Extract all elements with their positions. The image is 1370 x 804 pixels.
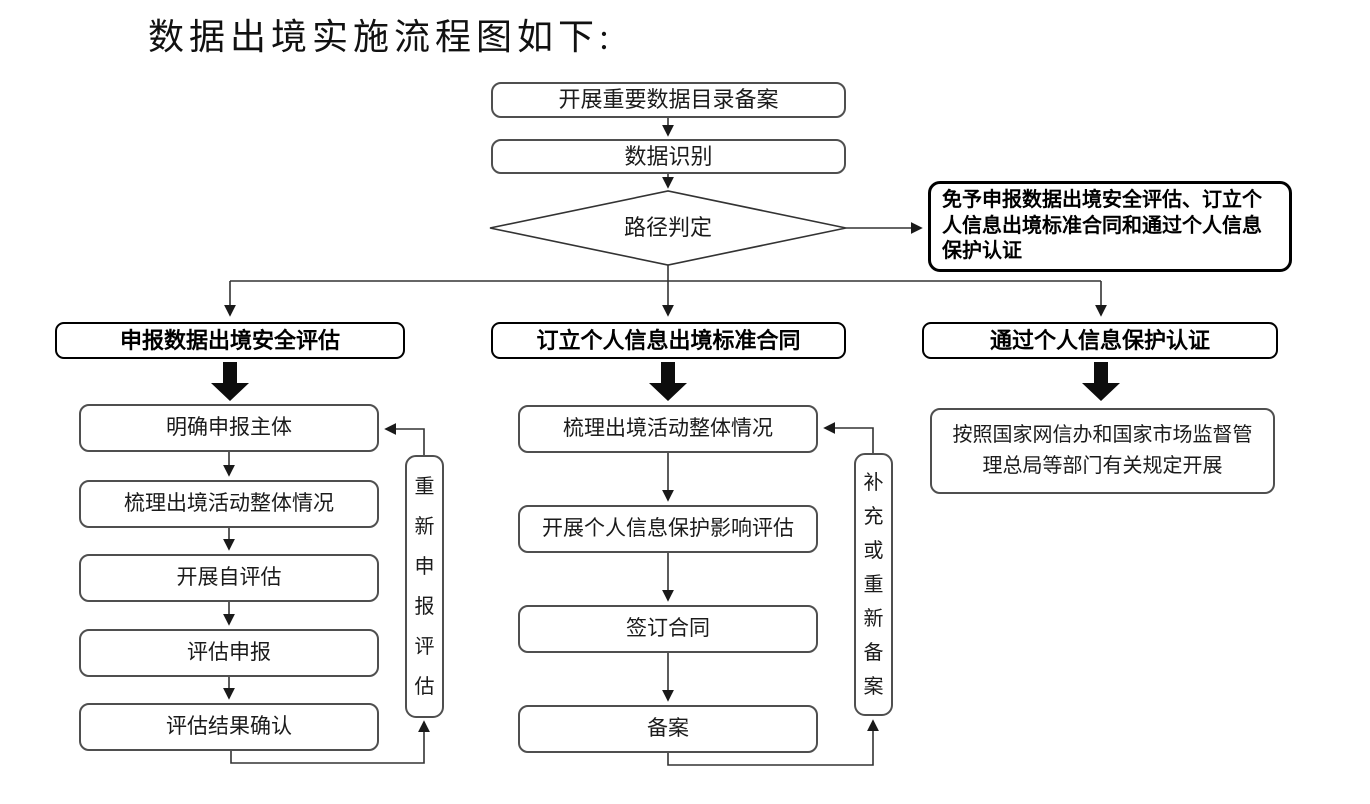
thick-arrow-middle bbox=[649, 362, 687, 401]
node-reapply-assessment: 重新申报评估 bbox=[405, 455, 444, 718]
header-standard-contract: 订立个人信息出境标准合同 bbox=[491, 322, 846, 359]
decision-path-determination: 路径判定 bbox=[623, 215, 712, 241]
loop-middle-return bbox=[823, 422, 874, 453]
node-sort-activities-middle: 梳理出境活动整体情况 bbox=[518, 405, 818, 453]
loop-middle-feedback bbox=[667, 719, 879, 766]
loop-left-return bbox=[384, 423, 425, 455]
node-sign-contract: 签订合同 bbox=[518, 605, 818, 653]
node-sort-activities-left: 梳理出境活动整体情况 bbox=[79, 480, 379, 528]
node-self-assessment: 开展自评估 bbox=[79, 554, 379, 602]
node-assessment-declaration: 评估申报 bbox=[79, 629, 379, 677]
node-result-confirmation: 评估结果确认 bbox=[79, 703, 379, 751]
header-security-assessment: 申报数据出境安全评估 bbox=[55, 322, 405, 359]
page-title: 数据出境实施流程图如下: bbox=[148, 17, 615, 57]
node-exemption-note: 免予申报数据出境安全评估、订立个人信息出境标准合同和通过个人信息保护认证 bbox=[928, 181, 1292, 272]
node-filing: 备案 bbox=[518, 705, 818, 753]
header-certification: 通过个人信息保护认证 bbox=[922, 322, 1278, 359]
node-data-identification: 数据识别 bbox=[491, 139, 846, 174]
node-supplement-refiling: 补充或重新备案 bbox=[854, 453, 893, 716]
loop-left-feedback bbox=[230, 720, 430, 764]
node-catalog-filing: 开展重要数据目录备案 bbox=[491, 82, 846, 118]
node-pia-assessment: 开展个人信息保护影响评估 bbox=[518, 505, 818, 553]
node-confirm-subject: 明确申报主体 bbox=[79, 404, 379, 452]
thick-arrow-left bbox=[211, 362, 249, 401]
thick-arrow-right bbox=[1082, 362, 1120, 401]
node-certification-note: 按照国家网信办和国家市场监督管理总局等部门有关规定开展 bbox=[930, 408, 1275, 494]
